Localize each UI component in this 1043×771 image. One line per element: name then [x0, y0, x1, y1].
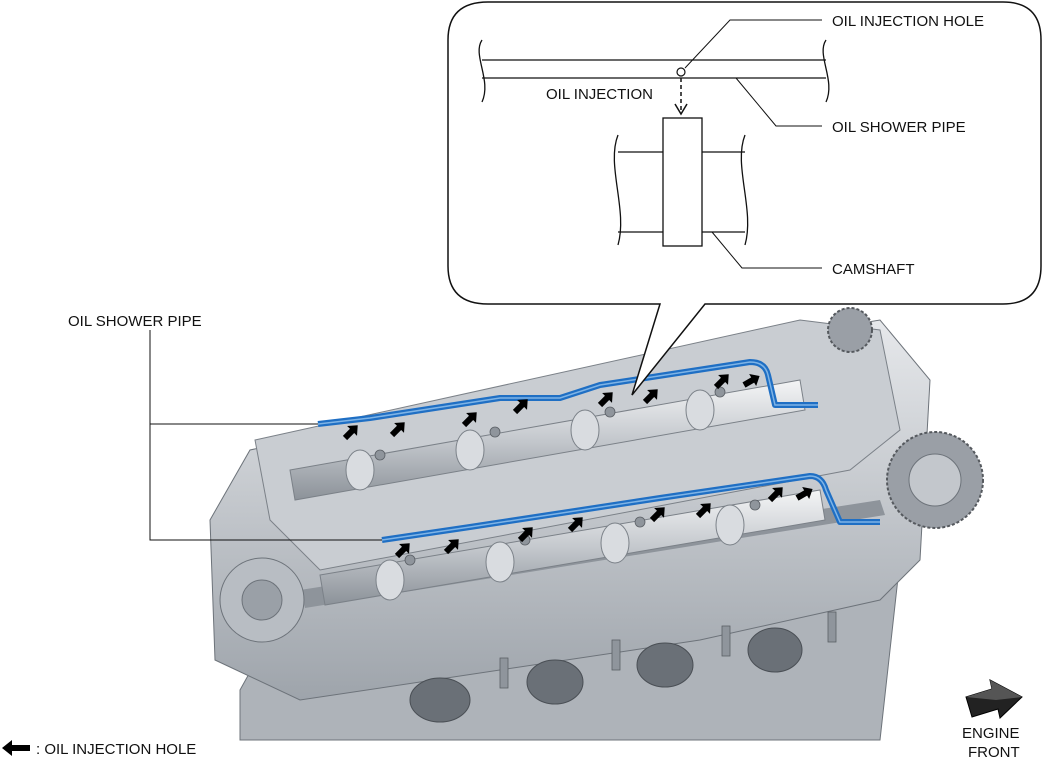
legend-text: : OIL INJECTION HOLE [36, 741, 196, 758]
injection-arrow [394, 543, 410, 559]
oil-injection-hole-label: OIL INJECTION HOLE [832, 13, 984, 30]
lower-oil-shower-pipe [381, 473, 880, 543]
engine-front-line2: FRONT [968, 744, 1020, 761]
timing-sprocket [827, 307, 984, 529]
injection-arrow [642, 389, 658, 405]
injection-arrow [767, 487, 783, 503]
oil-injection-label: OIL INJECTION [546, 86, 653, 103]
injection-arrow [342, 425, 358, 441]
main-pipe-leader [149, 330, 382, 541]
engine-front-indicator: ENGINE FRONT [962, 679, 1023, 761]
main-oil-shower-pipe-label: OIL SHOWER PIPE [68, 313, 202, 330]
injection-arrow [742, 373, 760, 388]
injection-arrow [795, 486, 813, 501]
intake-camshaft [289, 379, 806, 501]
injection-arrow [567, 517, 583, 533]
engine-front-line1: ENGINE [962, 725, 1020, 742]
legend: : OIL INJECTION HOLE [2, 740, 196, 758]
engine-front-arrow-icon [965, 679, 1023, 719]
injection-arrow [713, 374, 729, 390]
injection-arrow [461, 412, 477, 428]
camshaft-label: CAMSHAFT [832, 261, 915, 278]
injection-arrow [443, 539, 459, 555]
left-arrow-icon [2, 740, 30, 756]
oil-injection-arrows [342, 373, 813, 559]
injection-arrow [695, 503, 711, 519]
injection-arrow [597, 392, 613, 408]
injection-arrow [517, 527, 533, 543]
detail-callout: OIL INJECTION HOLE OIL INJECTION OIL SHO… [447, 1, 1042, 396]
injection-arrow [512, 399, 528, 415]
upper-oil-shower-pipe [317, 359, 818, 427]
exhaust-ports [409, 627, 803, 723]
oil-injection-hole-marker [676, 67, 686, 77]
injection-arrow [649, 507, 665, 523]
detail-oil-shower-pipe [478, 39, 830, 103]
injection-arrow [389, 422, 405, 438]
detail-camshaft [613, 117, 749, 247]
exhaust-camshaft [319, 489, 826, 606]
callout-oil-shower-pipe-label: OIL SHOWER PIPE [832, 119, 966, 136]
